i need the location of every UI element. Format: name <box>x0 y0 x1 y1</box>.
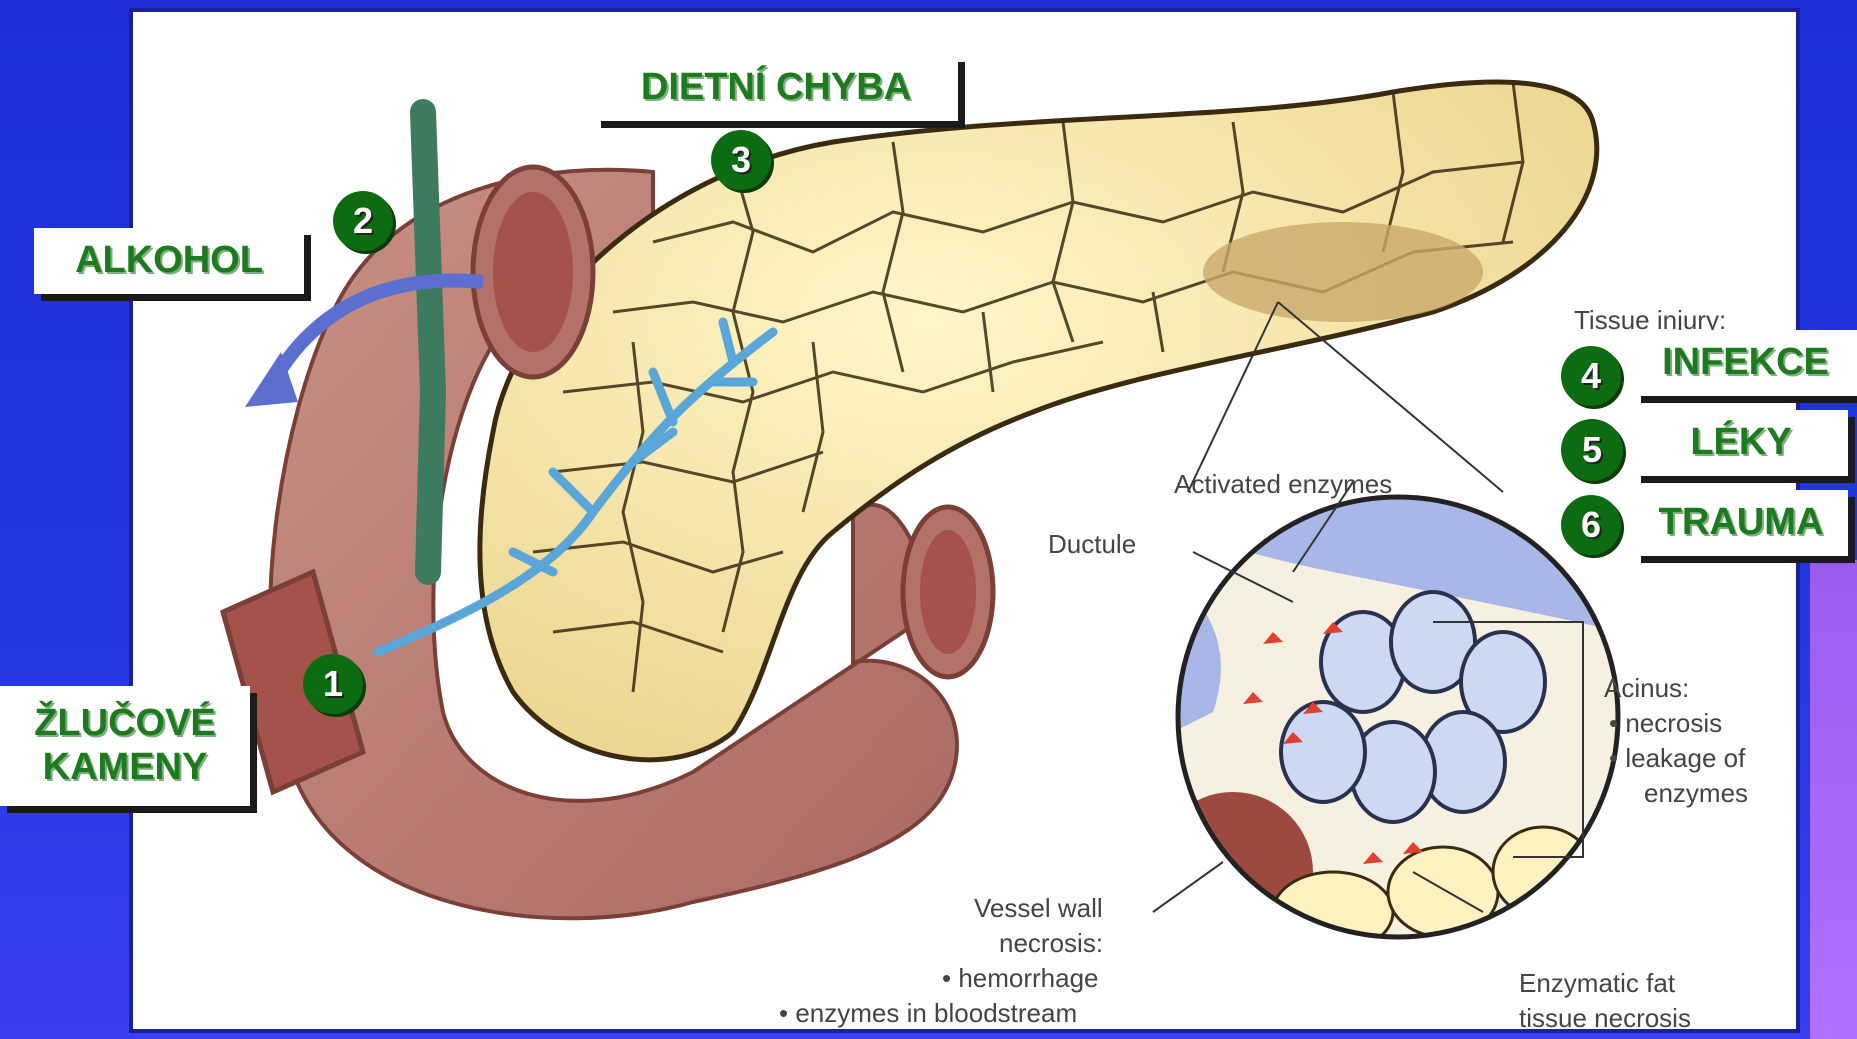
label-vessel-wall: Vessel wall <box>974 892 1103 926</box>
label-box-dietni-chyba: DIETNÍ CHYBA <box>594 55 958 121</box>
label-vessel-necrosis: necrosis: <box>999 927 1103 961</box>
label-zlucove-kameny: ŽLUČOVÉ KAMENY <box>34 702 216 789</box>
label-acinus-leakage: • leakage of <box>1609 742 1745 776</box>
bile-duct <box>423 112 433 572</box>
label-fat-necrosis-2: tissue necrosis <box>1519 1002 1691 1033</box>
label-acinus-necrosis: • necrosis <box>1609 707 1722 741</box>
marker-3: 3 <box>711 130 771 190</box>
label-infekce: INFEKCE <box>1662 341 1829 385</box>
label-acinus-enzymes: enzymes <box>1644 777 1748 811</box>
label-box-infekce: INFEKCE <box>1634 330 1857 396</box>
label-box-trauma: TRAUMA <box>1634 490 1848 556</box>
label-vessel-bloodstream: • enzymes in bloodstream <box>779 997 1077 1031</box>
marker-5: 5 <box>1561 419 1623 481</box>
label-dietni-chyba: DIETNÍ CHYBA <box>641 66 911 110</box>
marker-4: 4 <box>1561 346 1621 406</box>
label-vessel-hemorrhage: • hemorrhage <box>942 962 1099 996</box>
marker-2: 2 <box>333 191 393 251</box>
label-leky: LÉKY <box>1690 421 1791 465</box>
label-activated-enzymes: Activated enzymes <box>1174 468 1392 502</box>
label-zlucove: ŽLUČOVÉ <box>34 702 216 744</box>
label-acinus: Acinus: <box>1604 672 1689 706</box>
label-kameny: KAMENY <box>43 746 208 788</box>
right-accent-bar <box>1810 560 1857 1039</box>
label-box-leky: LÉKY <box>1634 410 1848 476</box>
label-fat-necrosis-1: Enzymatic fat <box>1519 967 1675 1001</box>
pancreas-illustration <box>133 12 1800 1033</box>
label-ductule: Ductule <box>1048 528 1136 562</box>
label-trauma: TRAUMA <box>1659 501 1824 545</box>
marker-6: 6 <box>1561 495 1621 555</box>
label-box-alkohol: ALKOHOL <box>34 228 304 294</box>
illustration-frame: Tissue injury: Activated enzymes Ductule… <box>129 8 1800 1033</box>
label-box-zlucove-kameny: ŽLUČOVÉ KAMENY <box>0 686 250 806</box>
marker-1: 1 <box>303 654 363 714</box>
label-alkohol: ALKOHOL <box>75 239 263 283</box>
necrotic-patch <box>1203 222 1483 322</box>
